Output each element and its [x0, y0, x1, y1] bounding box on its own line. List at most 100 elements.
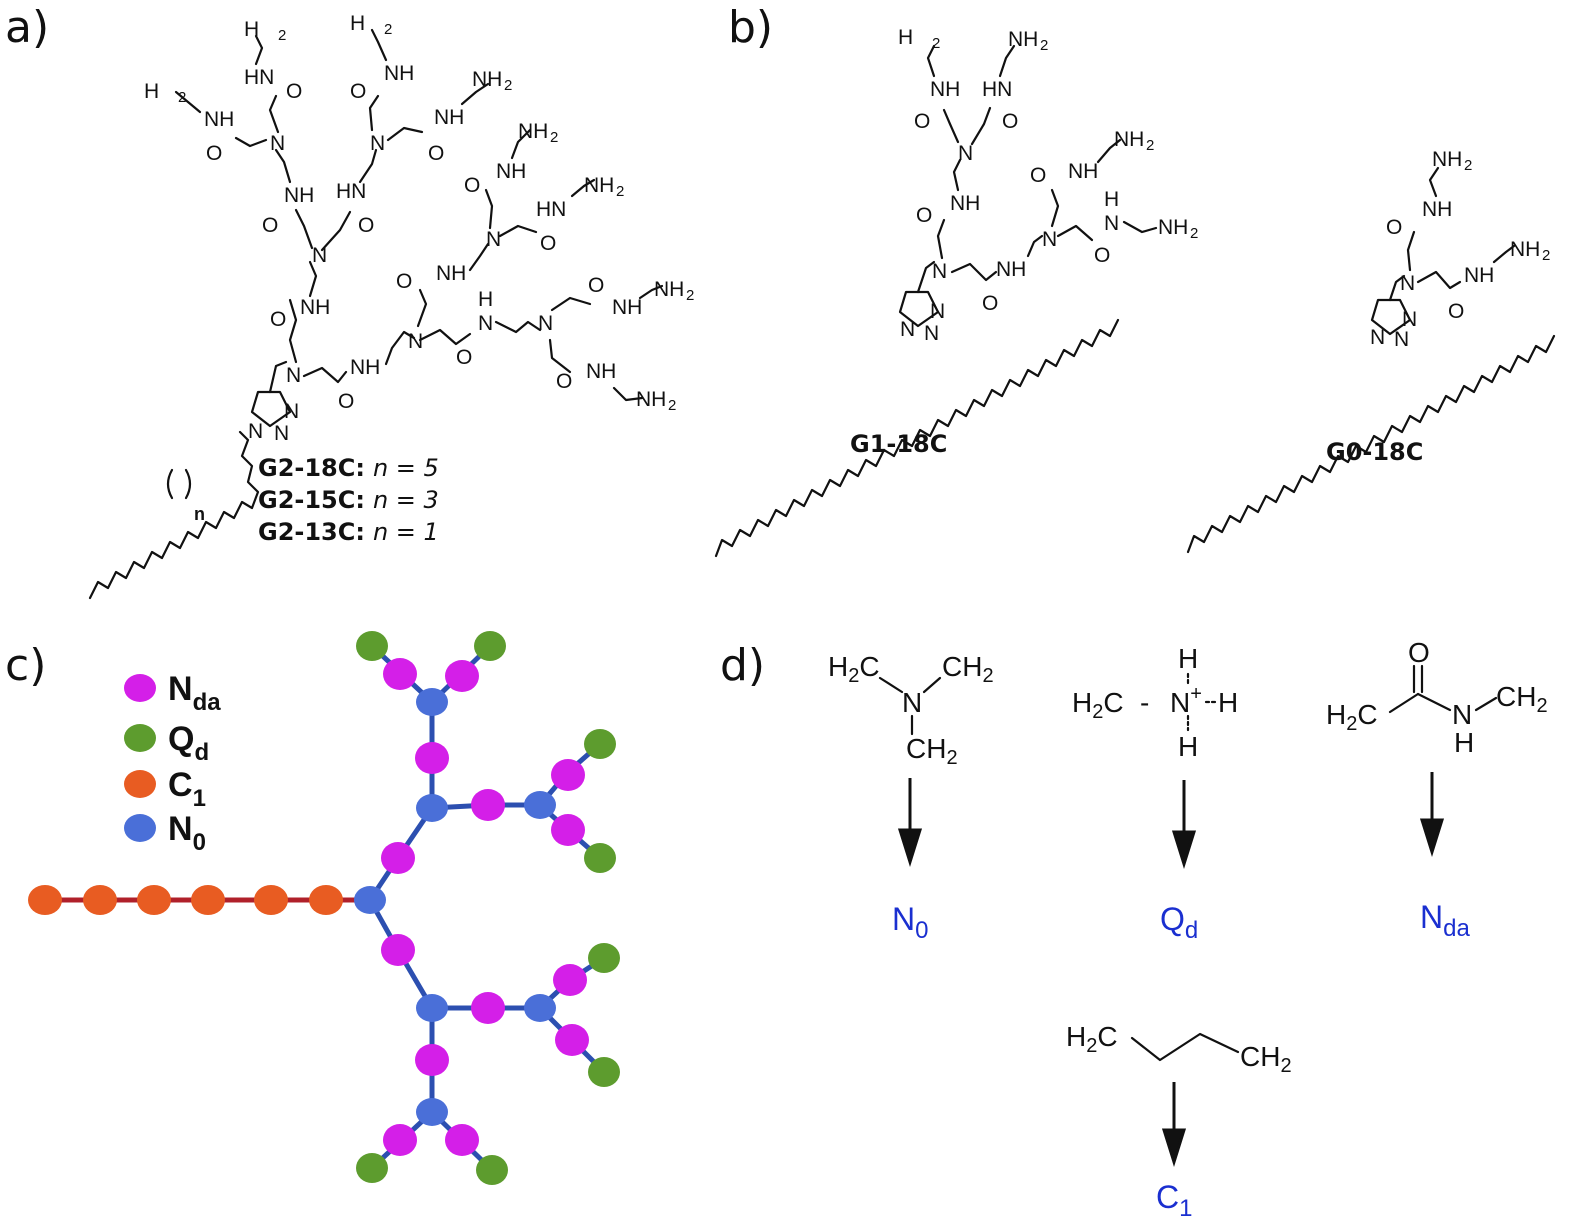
g1-hn-3: HN: [982, 78, 1012, 101]
mapped-c1: C1: [1156, 1179, 1192, 1222]
legend-sub-n0: 0: [193, 829, 206, 856]
amine-nh2-8: NH: [636, 388, 666, 411]
sub-2: 2: [504, 77, 512, 94]
ammonium-bottom-h: H: [1178, 731, 1198, 762]
sub-2: 2: [1190, 225, 1198, 242]
panel-a-caption: G2-18C:n = 5 G2-15C:n = 3 G2-13C:n = 1: [258, 454, 439, 546]
sub-2: 2: [1040, 37, 1048, 54]
g1-nh-2: NH: [930, 78, 960, 101]
amide-o-8: O: [338, 390, 354, 413]
ammonium-n-letter: N: [1170, 687, 1190, 718]
amide-hn-4: HN: [244, 66, 274, 89]
core-n: N: [286, 364, 301, 387]
amide-o-7: O: [428, 142, 444, 165]
bead-n0: [354, 886, 386, 914]
branch-up: [288, 298, 298, 364]
frag-tertiary-amine: H2C N CH2 CH2: [828, 651, 994, 769]
bead-qd: [474, 631, 506, 661]
amide-o-1: O: [270, 308, 286, 331]
amine-ch2-bottom-ch: CH: [906, 733, 946, 764]
amide-o-9: O: [396, 270, 412, 293]
repeat-bracket-close: [184, 468, 192, 500]
legend-sub-c1: 1: [193, 785, 206, 812]
sub-2: 2: [1464, 157, 1472, 174]
ammonium-plus: +: [1190, 683, 1202, 705]
g1-triazole-n1: N: [900, 318, 915, 341]
amine-nh2-6: NH: [584, 174, 614, 197]
bead-nda: [445, 660, 479, 692]
amide-o-14: O: [556, 370, 572, 393]
gen2-n-right-up: N: [486, 228, 501, 251]
bead-nda: [415, 1044, 449, 1076]
sub-2: 2: [1146, 137, 1154, 154]
cg-legend: Nda Qd C1 N0: [124, 670, 221, 856]
amide-h2c-h: H: [1326, 699, 1346, 730]
amide-n-12: N: [478, 312, 493, 335]
bead-nda: [445, 1124, 479, 1156]
legend-swatch-qd: [124, 724, 156, 752]
amide-o-3: O: [206, 142, 222, 165]
triazole-n1: N: [248, 420, 263, 443]
g0-nh-2: NH: [1464, 264, 1494, 287]
amide-nh-14: NH: [586, 360, 616, 383]
g2-alkyl-tail: [88, 430, 260, 600]
g1-n-top: N: [958, 142, 973, 165]
amide-nh-7: NH: [434, 106, 464, 129]
g1-alkyl-tail: [714, 318, 1120, 558]
amide-hn-11: HN: [536, 198, 566, 221]
legend-swatch-n0: [124, 814, 156, 842]
alkane-h2c-c: C: [1097, 1021, 1117, 1052]
bead-nda: [383, 658, 417, 690]
panel-a-structure: n N N N N O NH N O NH N O NH H HN O H O …: [88, 12, 684, 600]
cg-head-bonds: [367, 644, 606, 1172]
ammonium-top-h: H: [1178, 643, 1198, 674]
bead-n0: [416, 688, 448, 716]
label-g1-18c: G1-18C: [850, 430, 947, 458]
label-g0-18c: G0-18C: [1326, 438, 1423, 466]
bead-c1: [137, 885, 171, 915]
ammonium-dash: -: [1140, 687, 1149, 718]
mapped-c1-sub: 1: [1179, 1195, 1192, 1222]
g1-o-5: O: [1030, 164, 1046, 187]
amine-ch2-bottom: CH2: [906, 733, 958, 769]
triazole-n2: N: [274, 422, 289, 445]
amide-nh-2: NH: [284, 184, 314, 207]
sub-2: 2: [178, 89, 186, 106]
amide-o-12: O: [456, 346, 472, 369]
amide-h2c-c: C: [1357, 699, 1377, 730]
amine-ch2-right-ch: CH: [942, 651, 982, 682]
mapped-nda: Nda: [1420, 899, 1470, 942]
g1-o-6: O: [1094, 244, 1110, 267]
gen1-n-right: N: [408, 330, 423, 353]
cg-model: [28, 631, 620, 1185]
panel-label-d: d): [720, 640, 765, 691]
g1-o-3: O: [1002, 110, 1018, 133]
bead-qd: [584, 843, 616, 873]
legend-main-qd: Q: [168, 720, 194, 758]
amine-nh2-7: NH: [654, 278, 684, 301]
frag-alkane: H2C CH2: [1066, 1021, 1292, 1077]
mapped-c1-main: C: [1156, 1179, 1179, 1215]
bead-nda: [381, 842, 415, 874]
alkane-ch2-ch: CH: [1240, 1041, 1280, 1072]
amide-nh-6: NH: [384, 62, 414, 85]
amide-o-5: O: [358, 214, 374, 237]
g0-alkyl-tail: [1186, 334, 1556, 554]
legend-swatch-nda: [124, 674, 156, 702]
g0-core-n: N: [1400, 272, 1415, 295]
amine-h2n-1: H: [144, 80, 159, 103]
caption-expr-g2-15c: n = 3: [373, 486, 439, 514]
amine-h2c: H2C: [828, 651, 880, 687]
bead-qd: [584, 729, 616, 759]
bead-n0: [524, 994, 556, 1022]
amide-nh-3: NH: [204, 108, 234, 131]
g0-triazole: [1370, 298, 1412, 336]
g0-triazole-n3: N: [1402, 308, 1417, 331]
alkane-ch2-sub: 2: [1280, 1055, 1291, 1077]
alkane-ch2: CH2: [1240, 1041, 1292, 1077]
gen2-n-mid: N: [370, 132, 385, 155]
bead-c1: [254, 885, 288, 915]
caption-expr-g2-18c: n = 5: [373, 454, 439, 482]
cg-qd-beads: [356, 631, 620, 1185]
g1-nh2-3: NH: [1114, 128, 1144, 151]
